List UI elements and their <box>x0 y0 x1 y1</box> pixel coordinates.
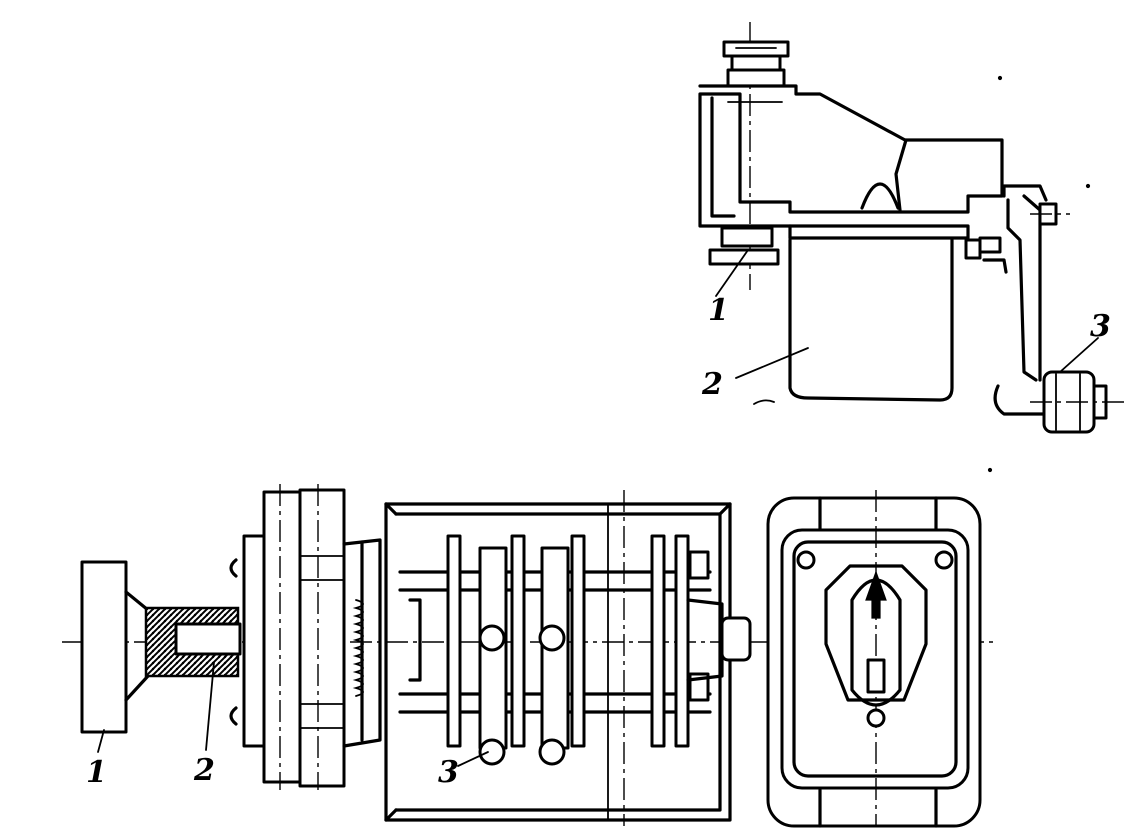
side-label-3: 3 <box>1090 309 1111 344</box>
main-label-1: 1 <box>86 755 107 790</box>
side-view-drawing <box>698 22 1128 473</box>
main-label-3: 3 <box>438 755 459 790</box>
main-view-labels: 1 2 3 <box>86 753 459 790</box>
side-label-1: 1 <box>708 293 729 328</box>
main-view-leaders <box>97 661 489 767</box>
main-label-2: 2 <box>193 753 215 788</box>
main-view-drawing <box>62 484 996 828</box>
side-view-labels: 1 2 3 <box>701 293 1111 402</box>
side-label-2: 2 <box>701 367 723 402</box>
